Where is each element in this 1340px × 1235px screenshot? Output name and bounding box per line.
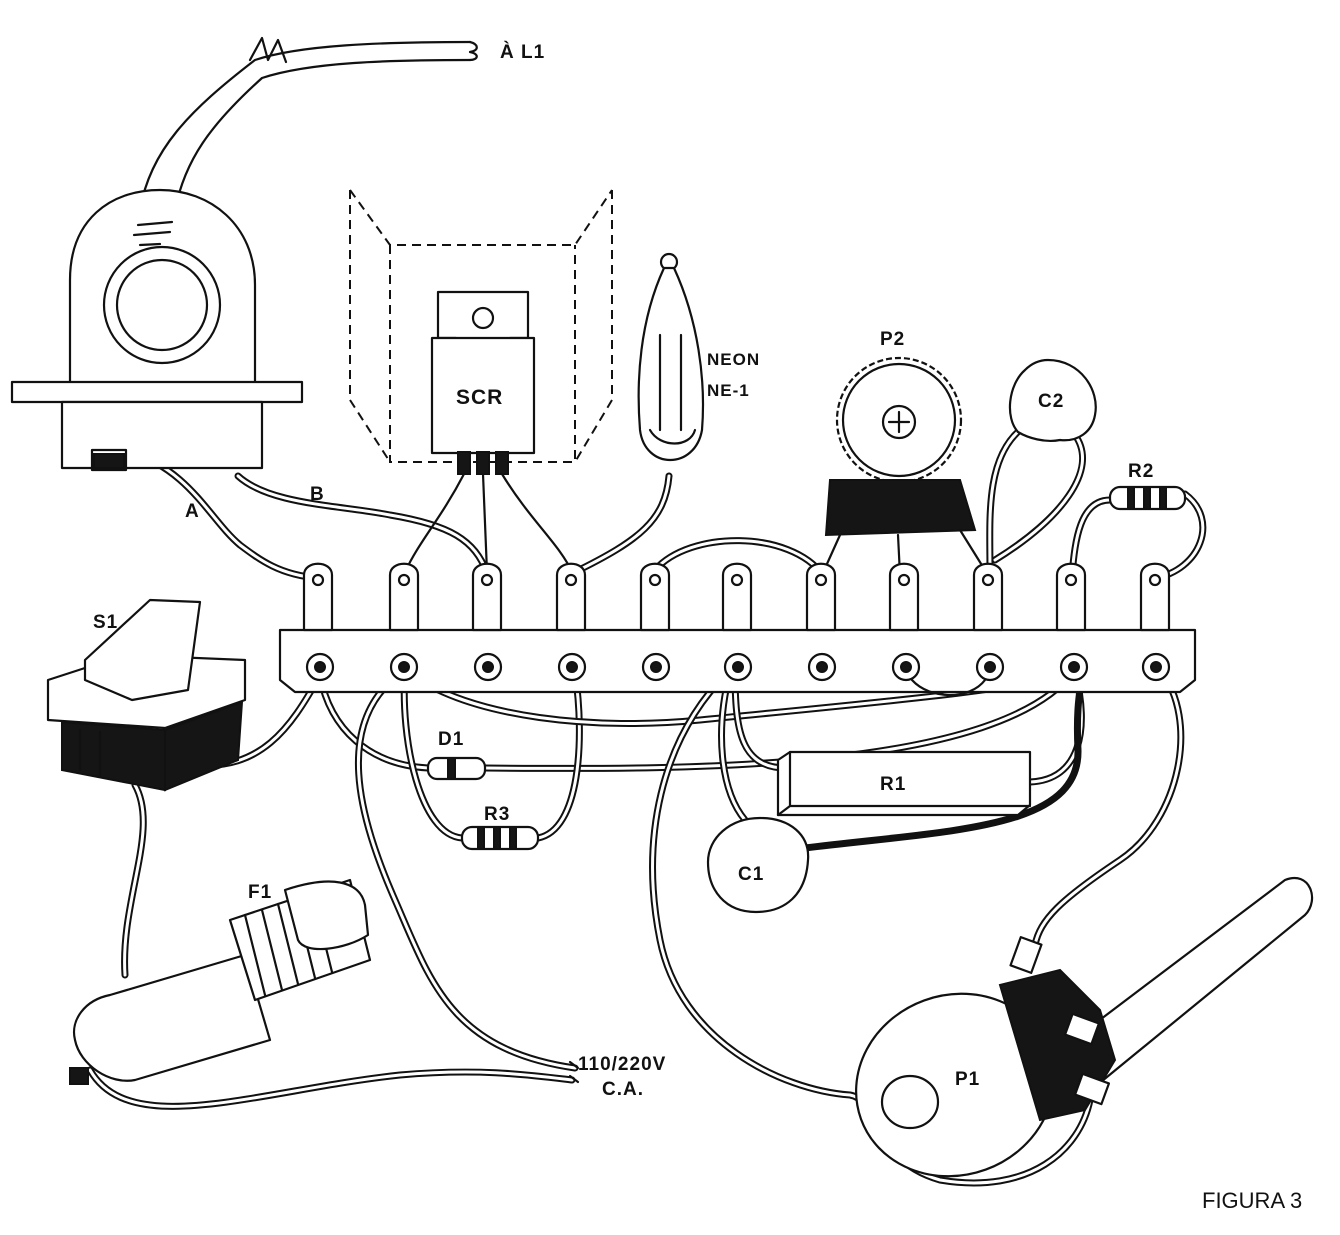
label-s1: S1 bbox=[93, 612, 118, 633]
label-c1: C1 bbox=[738, 864, 764, 885]
trimmer-p2 bbox=[820, 356, 990, 577]
figure-caption: FIGURA 3 bbox=[1202, 1188, 1302, 1213]
label-r3: R3 bbox=[484, 804, 510, 825]
potentiometer-p1 bbox=[855, 876, 1314, 1178]
resistor-r1 bbox=[776, 750, 1032, 817]
mains-lead-ends bbox=[568, 1060, 580, 1084]
diode-d1 bbox=[426, 756, 487, 781]
fuse-holder-f1 bbox=[69, 878, 372, 1085]
scr-thyristor bbox=[403, 290, 574, 574]
label-scr: SCR bbox=[456, 386, 503, 409]
label-r2: R2 bbox=[1128, 461, 1154, 482]
label-ne1: NE-1 bbox=[707, 381, 750, 400]
label-l1: À L1 bbox=[500, 41, 545, 63]
resistor-r2 bbox=[1108, 485, 1187, 511]
screws bbox=[305, 652, 1171, 682]
capacitor-c1 bbox=[706, 816, 810, 914]
label-r1: R1 bbox=[880, 774, 906, 795]
neon-lamp bbox=[637, 252, 705, 462]
label-neon: NEON bbox=[707, 350, 760, 369]
label-d1: D1 bbox=[438, 729, 464, 750]
switch-s1 bbox=[46, 598, 247, 792]
heatsink bbox=[349, 189, 613, 463]
label-c2: C2 bbox=[1038, 391, 1064, 412]
resistor-r3 bbox=[460, 825, 540, 851]
component-labels: À L1 NEON NE-1 SCR P2 C2 R2 A B S1 D1 R1… bbox=[93, 41, 1154, 1100]
label-f1: F1 bbox=[248, 882, 272, 903]
label-p1: P1 bbox=[955, 1069, 980, 1090]
capacitor-c2 bbox=[1008, 358, 1097, 442]
label-mains-voltage: 110/220V bbox=[578, 1054, 666, 1075]
label-a: A bbox=[185, 501, 200, 522]
label-b: B bbox=[310, 484, 325, 505]
terminal-strip bbox=[278, 562, 1197, 697]
lugs bbox=[302, 562, 1171, 632]
label-mains-ca: C.A. bbox=[602, 1079, 644, 1100]
sensor-pickup bbox=[10, 36, 478, 472]
label-p2: P2 bbox=[880, 329, 905, 350]
